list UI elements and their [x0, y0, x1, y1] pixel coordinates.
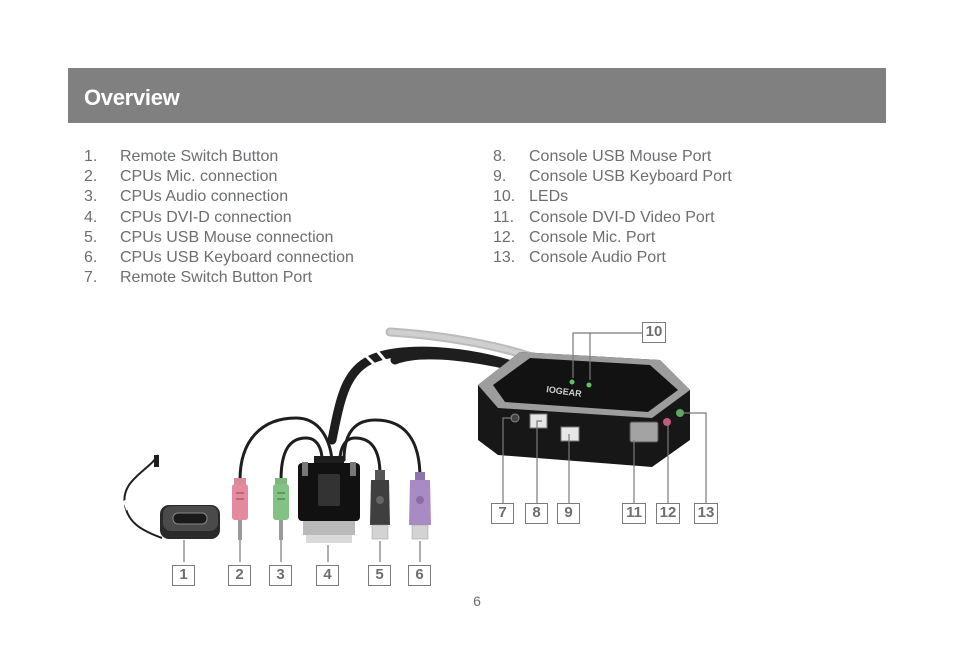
item-number: 6.: [84, 248, 98, 266]
usb-mouse-plug: [370, 470, 390, 540]
item-label: Remote Switch Button: [120, 148, 279, 165]
item-number: 4.: [84, 208, 98, 226]
item-number: 1.: [84, 148, 98, 165]
item-number: 8.: [493, 148, 507, 165]
callout-leaders-right: [502, 332, 707, 503]
connector-cables: [238, 416, 422, 482]
item-number: 3.: [84, 188, 98, 206]
callout-10: 10: [642, 322, 666, 343]
item-number: 2.: [84, 168, 98, 186]
page-number: 6: [473, 593, 481, 609]
item-label: Console USB Mouse Port: [529, 148, 712, 165]
item-label: CPUs USB Keyboard connection: [120, 248, 354, 266]
item-number: 5.: [84, 228, 98, 246]
item-number: 9.: [493, 168, 507, 186]
callout-3: 3: [269, 565, 292, 586]
audio-plug: [273, 478, 289, 540]
overview-header-bar: Overview: [68, 68, 886, 123]
callout-8: 8: [525, 503, 548, 524]
mic-plug: [232, 478, 248, 540]
led-2: [586, 382, 592, 388]
usb-keyboard-port: [560, 426, 580, 442]
remote-switch-port: [510, 413, 520, 423]
item-label: CPUs Mic. connection: [120, 168, 278, 186]
item-number: 10.: [493, 188, 516, 206]
item-number: 7.: [84, 269, 98, 287]
item-label: Console USB Keyboard Port: [529, 168, 732, 186]
callout-9: 9: [557, 503, 580, 524]
led-1: [569, 379, 575, 385]
mic-port: [663, 418, 671, 426]
remote-switch-button: [116, 454, 220, 539]
page-title: Overview: [84, 85, 180, 110]
item-label: Console Mic. Port: [529, 228, 656, 246]
dvi-port: [629, 421, 659, 443]
item-label: CPUs Audio connection: [120, 188, 289, 206]
item-label: LEDs: [529, 188, 569, 206]
brand-logo: IOGEAR: [546, 384, 583, 399]
item-label: Console DVI-D Video Port: [529, 208, 715, 226]
callout-1: 1: [172, 565, 195, 586]
item-number: 13.: [493, 248, 516, 266]
callout-12: 12: [656, 503, 680, 524]
callout-2: 2: [228, 565, 251, 586]
item-number: 11.: [493, 208, 515, 226]
item-number: 12.: [493, 228, 516, 246]
usb-keyboard-plug: [409, 472, 431, 540]
item-label: CPUs DVI-D connection: [120, 208, 292, 226]
callout-leaders-left: [183, 540, 421, 562]
item-label: Remote Switch Button Port: [120, 269, 313, 287]
kvm-device: IOGEAR: [478, 352, 690, 467]
callout-11: 11: [622, 503, 646, 524]
callout-5: 5: [368, 565, 391, 586]
callout-7: 7: [491, 503, 514, 524]
dvi-connector: [298, 456, 360, 543]
callout-6: 6: [408, 565, 431, 586]
callout-13: 13: [694, 503, 718, 524]
callout-4: 4: [316, 565, 339, 586]
audio-port: [676, 409, 684, 417]
item-label: Console Audio Port: [529, 248, 666, 266]
item-label: CPUs USB Mouse connection: [120, 228, 334, 246]
